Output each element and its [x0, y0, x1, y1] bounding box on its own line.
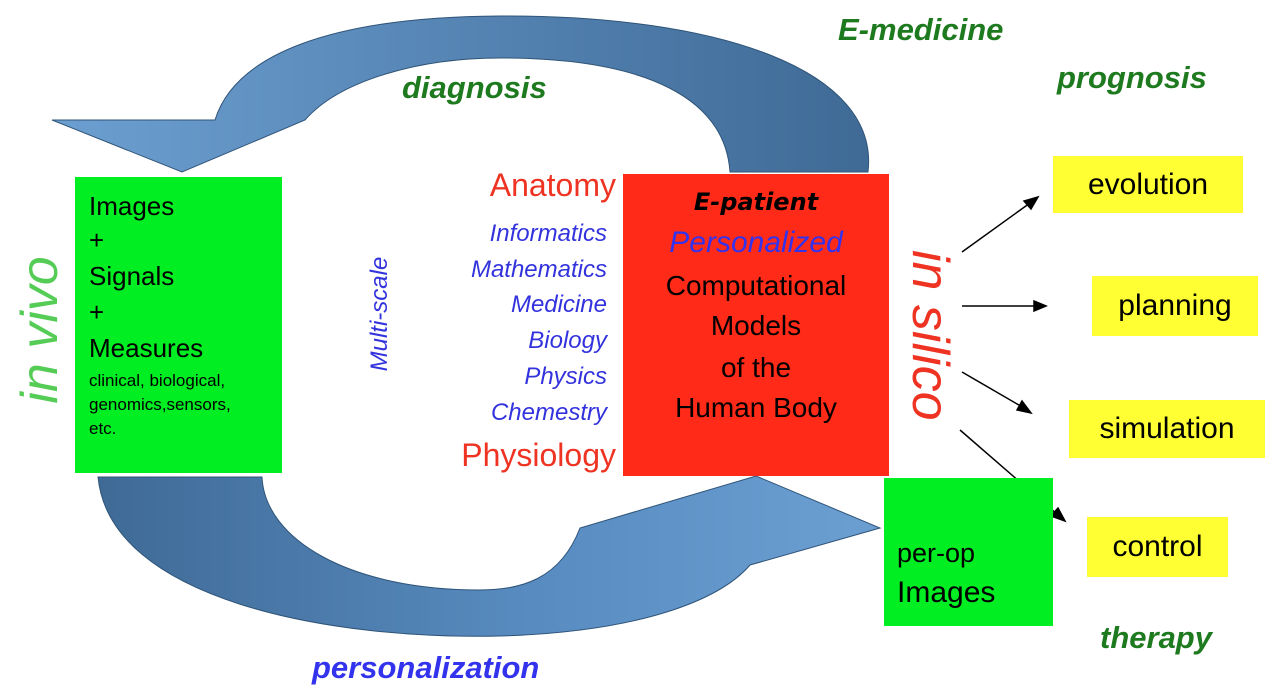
physiology-label: Physiology	[461, 437, 616, 473]
measures-detail: genomics,sensors,	[89, 395, 231, 414]
multi-scale-label: Multi-scale	[366, 256, 393, 372]
personalization-arrow	[97, 475, 882, 637]
discipline-item: Chemestry	[490, 399, 607, 426]
therapy-label: therapy	[1100, 620, 1212, 655]
discipline-item: Medicine	[510, 291, 607, 318]
diagnosis-label: diagnosis	[402, 70, 547, 105]
in-silico-label: in silico	[901, 250, 959, 421]
discipline-item: Mathematics	[470, 256, 607, 283]
anatomy-label: Anatomy	[489, 167, 616, 203]
emedicine-label: E-medicine	[838, 12, 1004, 47]
per-op-box: per-op Images	[884, 478, 1053, 626]
measures-text: Measures	[89, 333, 204, 363]
per-op-text: per-op	[897, 538, 976, 568]
discipline-item: Informatics	[489, 220, 607, 247]
diagnosis-arrow	[51, 15, 870, 173]
measures-detail: etc.	[89, 419, 117, 438]
discipline-item: Physics	[524, 363, 607, 390]
of-the-text: of the	[720, 352, 792, 383]
prognosis-label: prognosis	[1057, 60, 1207, 95]
human-body-text: Human Body	[675, 392, 837, 423]
in-vivo-box: Images + Signals + Measures clinical, bi…	[75, 177, 282, 473]
evolution-box: evolution	[1053, 156, 1243, 213]
in-vivo-label: in vivo	[11, 256, 69, 404]
signals-text: Signals	[89, 261, 175, 291]
simulation-box: simulation	[1069, 400, 1265, 458]
measures-detail: clinical, biological,	[89, 371, 226, 390]
plus-sign: +	[89, 225, 105, 255]
control-box: control	[1087, 517, 1228, 577]
personalized-text: Personalized	[669, 226, 843, 259]
outcome-connectors	[959, 195, 1067, 523]
images-text: Images	[897, 576, 996, 609]
e-patient-title: E-patient	[693, 188, 819, 216]
e-patient-box: E-patient Personalized Computational Mod…	[623, 174, 889, 476]
plus-sign: +	[89, 297, 105, 327]
models-text: Models	[710, 310, 802, 341]
planning-box: planning	[1092, 276, 1258, 336]
images-text: Images	[89, 191, 175, 221]
discipline-item: Biology	[528, 327, 607, 354]
computational-text: Computational	[665, 270, 847, 301]
personalization-label: personalization	[312, 650, 540, 685]
